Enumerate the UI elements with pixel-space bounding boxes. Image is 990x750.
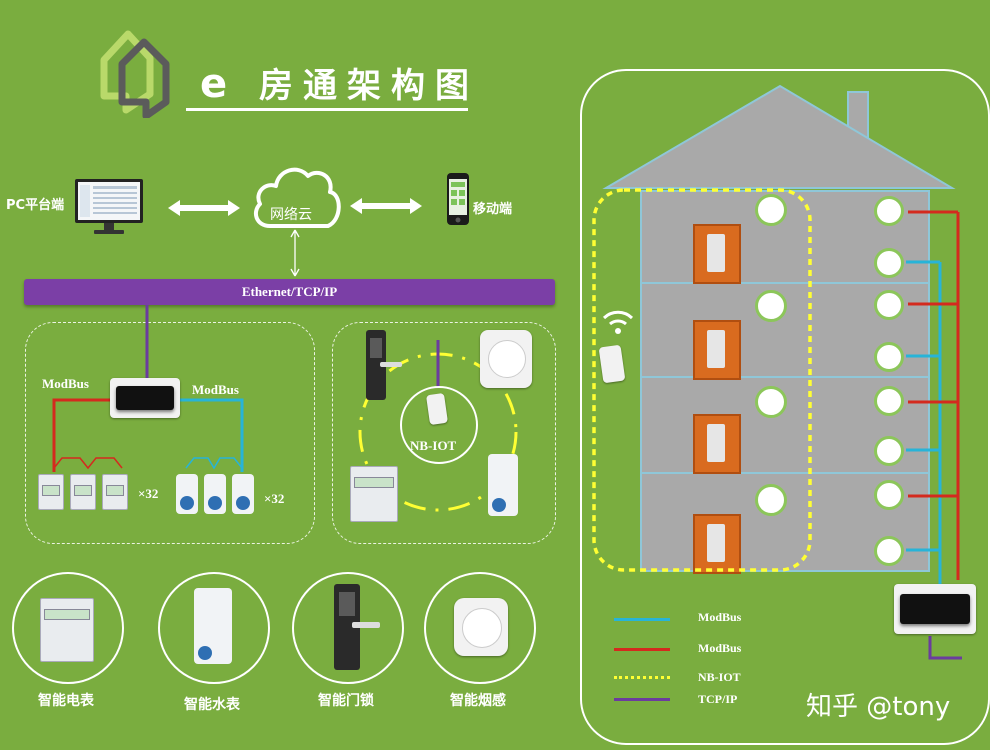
device-label: 智能门锁 <box>318 693 374 709</box>
nbiot-hub <box>400 386 478 464</box>
water-meter-icon <box>874 536 904 566</box>
water-meter-icon <box>874 436 904 466</box>
pc-label: PC平台端 <box>6 198 65 213</box>
legend-label: ModBus <box>698 610 742 624</box>
building-wiring <box>592 188 962 660</box>
legend-line-tcpip <box>614 698 670 701</box>
electric-meter-icon <box>874 290 904 320</box>
modbus-wiring <box>52 305 244 472</box>
legend-line-modbus-cyan <box>614 618 670 621</box>
smoke-detector-icon <box>755 194 787 226</box>
electric-meter-icon <box>350 466 398 522</box>
door-icon <box>693 514 741 574</box>
legend-line-nbiot <box>614 676 670 679</box>
electric-meter-icon <box>70 474 96 510</box>
bus-label: Ethernet/TCP/IP <box>241 284 338 299</box>
electric-meter-icon <box>38 474 64 510</box>
device-circle-water <box>158 572 270 684</box>
device-circle-smoke <box>424 572 536 684</box>
title-text: 房通架构图 <box>258 66 479 106</box>
building-panel <box>580 69 990 745</box>
water-meter-icon <box>232 474 254 514</box>
water-meter-icon <box>204 474 226 514</box>
water-meter-icon <box>874 342 904 372</box>
device-circle-lock <box>292 572 404 684</box>
device-label: 智能水表 <box>184 697 240 713</box>
mobile-label: 移动端 <box>473 202 513 217</box>
wifi-icon <box>602 310 634 334</box>
smoke-detector-icon <box>755 290 787 322</box>
water-meter-icon <box>176 474 198 514</box>
vertical-arrow-icon <box>290 229 300 277</box>
gateway-box <box>110 378 180 418</box>
water-meter-icon <box>194 588 232 664</box>
door-lock-icon <box>366 330 402 400</box>
door-icon <box>693 414 741 474</box>
electric-meter-icon <box>102 474 128 510</box>
smoke-detector-icon <box>480 330 532 388</box>
modbus-right-label: ModBus <box>192 382 239 397</box>
roof <box>602 84 956 189</box>
floor-divider <box>640 472 930 474</box>
nbiot-label: NB-IOT <box>410 438 457 453</box>
door-lock-icon <box>334 584 380 670</box>
legend-line-modbus-red <box>614 648 670 651</box>
smoke-detector-icon <box>755 484 787 516</box>
smoke-detector-icon <box>755 386 787 418</box>
electric-meter-icon <box>874 196 904 226</box>
device-circle-electric <box>12 572 124 684</box>
water-meter-icon <box>488 454 518 516</box>
building-gateway-box <box>894 584 976 634</box>
cloud-label: 网络云 <box>270 207 312 223</box>
legend-label: TCP/IP <box>698 692 738 706</box>
floor-divider <box>640 282 930 284</box>
page-title: e 房通架构图 <box>200 58 479 107</box>
legend-label: NB-IOT <box>698 670 741 684</box>
water-meter-icon <box>874 248 904 278</box>
title-underline <box>186 108 468 111</box>
electric-meter-icon <box>874 386 904 416</box>
monitor-icon <box>75 179 143 234</box>
electric-meter-icon <box>874 480 904 510</box>
door-icon <box>693 320 741 380</box>
count-left: ×32 <box>138 486 159 501</box>
door-icon <box>693 224 741 284</box>
count-right: ×32 <box>264 491 285 506</box>
modbus-group <box>25 322 315 544</box>
smoke-detector-icon <box>454 598 508 656</box>
device-label: 智能电表 <box>38 693 94 709</box>
cloud-icon <box>253 167 341 228</box>
ethernet-bus: Ethernet/TCP/IP <box>24 279 555 305</box>
floor-divider <box>640 376 930 378</box>
phone-icon <box>447 173 469 225</box>
nbiot-ring <box>358 340 518 512</box>
nbiot-group <box>332 322 556 544</box>
logo-icon <box>100 30 170 118</box>
double-arrow-icon <box>350 198 422 214</box>
device-label: 智能烟感 <box>450 693 506 709</box>
legend-label: ModBus <box>698 641 742 655</box>
modbus-left-label: ModBus <box>42 376 89 391</box>
double-arrow-icon <box>168 200 240 216</box>
electric-meter-icon <box>40 598 94 662</box>
title-e: e <box>200 61 238 107</box>
watermark: 知乎 @tony <box>806 692 951 722</box>
